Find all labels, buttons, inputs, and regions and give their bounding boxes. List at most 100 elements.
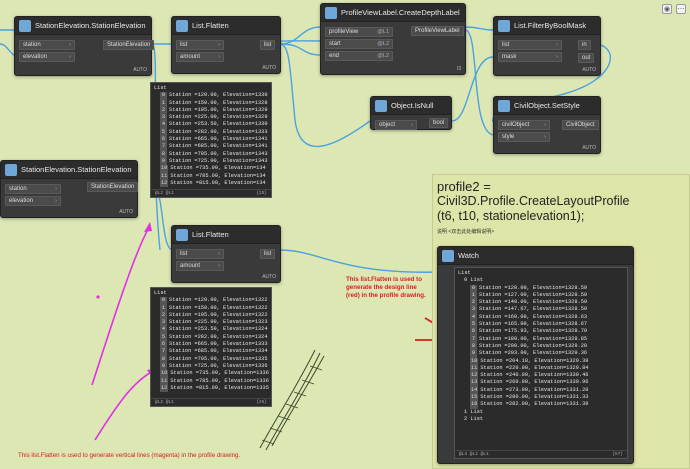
output-port[interactable]: list [260, 249, 276, 259]
input-port-civilobject[interactable]: civilObject› [498, 120, 550, 130]
more-icon[interactable]: ⋯ [676, 4, 686, 14]
annotation-vertical-lines: This list.Flatten is used to generate ve… [18, 452, 241, 459]
wire [279, 43, 322, 56]
list-value: Station =725.00, Elevation=1343 [169, 157, 268, 164]
input-port-elevation[interactable]: elevation› [5, 196, 61, 206]
list-value: Station =735.00, Elevation=1336 [170, 370, 269, 377]
input-port-object[interactable]: object› [375, 120, 417, 130]
output-port[interactable]: bool [429, 118, 449, 128]
list-index: 1 [470, 291, 477, 300]
input-port-profileview[interactable]: profileView@L1 [325, 27, 393, 37]
output-port-in[interactable]: in [578, 40, 591, 50]
list-value: Station =685.00, Elevation=1334 [169, 348, 268, 355]
list-index: 0 [470, 284, 477, 292]
wire [464, 29, 494, 136]
eye-icon[interactable]: ◉ [662, 4, 672, 14]
list-index: 6 [160, 341, 167, 349]
output-port[interactable]: StationElevation [103, 40, 155, 50]
output-port[interactable]: ProfileViewLabel [411, 26, 464, 36]
list-index: 9 [160, 157, 167, 166]
input-port-amount[interactable]: amount› [176, 261, 224, 271]
node-icon [19, 19, 31, 32]
input-port-start[interactable]: start@L2 [325, 39, 393, 49]
list-value: Station =195.00, Elevation=1329 [169, 106, 268, 113]
output-port-out[interactable]: out [578, 53, 595, 63]
list-value: Station =120.00, Elevation=1322 [169, 297, 268, 304]
list-index: 3 [160, 319, 167, 327]
magenta-dot [96, 295, 100, 299]
list-index: 12 [160, 384, 169, 393]
node-icon [5, 163, 17, 176]
node-title: Object.IsNull [391, 101, 434, 110]
list-index: 16 [470, 401, 479, 409]
input-port-amount[interactable]: amount› [176, 52, 224, 62]
node-object-isnull[interactable]: Object.IsNull object› bool [370, 96, 452, 130]
magenta-arrow [91, 225, 151, 386]
node-profile-view-label[interactable]: ProfileViewLabel.CreateDepthLabel profil… [320, 3, 466, 75]
list-value: Station =260.00, Elevation=1330.96 [480, 379, 589, 386]
preview-header: List [154, 290, 167, 296]
list-value: Station =160.00, Elevation=1328.63 [479, 313, 588, 320]
list-value: Station =785.00, Elevation=134 [170, 172, 266, 179]
node-list-flatten-2[interactable]: List.Flatten list› amount› list AUTO [171, 225, 281, 283]
list-value: Station =725.00, Elevation=1336 [169, 362, 268, 369]
input-port-list[interactable]: list› [176, 40, 224, 50]
node-station-elevation-2[interactable]: StationElevation.StationElevation statio… [0, 160, 139, 218]
input-port-mask[interactable]: mask› [498, 52, 562, 62]
alignment-sketch [265, 352, 321, 451]
node-icon [498, 19, 510, 32]
input-port-list[interactable]: list› [498, 40, 562, 50]
node-list-flatten-1[interactable]: List.Flatten list› amount› list AUTO [171, 16, 281, 74]
list-index: 3 [160, 114, 167, 122]
list-index: 10 [160, 370, 169, 378]
watch-footer: @L3 @L2 @L1{57} [455, 450, 627, 458]
input-port-end[interactable]: end@L2 [325, 51, 393, 61]
list-index: 8 [160, 150, 167, 158]
input-port-style[interactable]: style› [498, 132, 550, 142]
node-title: CivilObject.SetStyle [514, 101, 580, 110]
input-port-elevation[interactable]: elevation› [19, 52, 75, 62]
input-port-station[interactable]: station› [5, 184, 61, 194]
list-index: 0 [160, 92, 167, 100]
wire [279, 43, 371, 148]
node-civil-object-set-style[interactable]: CivilObject.SetStyle civilObject› style›… [493, 96, 601, 154]
node-icon [375, 99, 387, 112]
node-title: ProfileViewLabel.CreateDepthLabel [341, 8, 460, 17]
node-station-elevation-1[interactable]: StationElevation.StationElevation statio… [14, 16, 155, 76]
node-icon [498, 99, 510, 112]
input-port-list[interactable]: list› [176, 249, 224, 259]
list-value: Station =253.50, Elevation=1324 [169, 326, 268, 333]
output-port[interactable]: list [260, 40, 276, 50]
code-block-text: profile2 = Civil3D.Profile.CreateLayoutP… [437, 179, 630, 235]
output-port[interactable]: CivilObject [562, 120, 599, 130]
node-filter-by-bool-mask[interactable]: List.FilterByBoolMask list› mask› in out… [493, 16, 601, 76]
list-value: Station =225.00, Elevation=1323 [169, 319, 268, 326]
node-title: StationElevation.StationElevation [21, 165, 132, 174]
input-port-station[interactable]: station› [19, 40, 75, 50]
node-title: List.Flatten [192, 21, 229, 30]
list-index: 11 [160, 172, 169, 180]
output-port[interactable]: StationElevation [87, 182, 139, 192]
magenta-arrowhead [144, 222, 152, 232]
